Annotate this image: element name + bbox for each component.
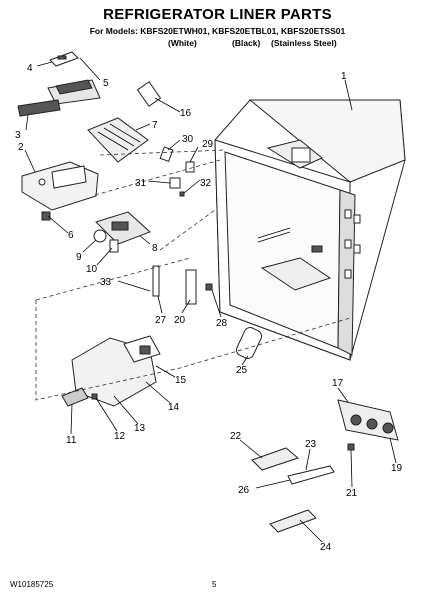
callout-3: 3 [15,130,21,141]
part-8-cover [95,211,151,245]
callout-12: 12 [114,431,126,442]
page-number: 5 [212,580,217,589]
callout-20: 20 [174,315,186,326]
diagram-title: REFRIGERATOR LINER PARTS [103,6,332,23]
callout-13: 13 [134,423,146,434]
part-28-screw [205,283,213,291]
callout-9: 9 [76,252,82,263]
callout-32: 32 [200,178,212,189]
part-16-tube [136,81,162,107]
callout-26: 26 [238,485,250,496]
callout-10: 10 [86,264,98,275]
callout-30: 30 [182,134,194,145]
callout-28: 28 [216,318,228,329]
callout-11: 11 [66,435,77,446]
part-2-housing [21,161,99,211]
finish-black-label: (Black) [232,38,261,48]
part-25-cylinder [235,327,263,359]
callout-27: 27 [155,315,167,326]
callout-24: 24 [320,542,332,553]
part-17-19-damper [337,399,399,441]
callout-14: 14 [168,402,180,413]
callout-29: 29 [202,139,214,150]
part-11-12-trim [61,387,98,407]
callout-8: 8 [152,243,158,254]
callout-numbers: 1 2 3 4 5 6 7 8 9 10 11 12 13 14 15 16 1… [15,63,403,553]
callout-2: 2 [18,142,24,153]
callout-17: 17 [332,378,344,389]
part-9-10-knob [93,229,119,253]
leader-lines [24,57,397,543]
callout-22: 22 [230,431,242,442]
liner-part [214,99,406,361]
callout-25: 25 [236,365,248,376]
callout-31: 31 [135,178,147,189]
part-21-screw [347,443,355,451]
callout-16: 16 [180,108,192,119]
part-22-26-lower [251,447,335,533]
callout-33: 33 [100,277,112,288]
callout-5: 5 [103,78,109,89]
callout-4: 4 [27,63,33,74]
part-3-label [17,99,61,117]
callout-15: 15 [175,375,187,386]
finish-white-label: (White) [168,38,197,48]
callout-1: 1 [341,71,347,82]
part-4-5-bracket [47,51,101,105]
callout-7: 7 [152,120,158,131]
finish-stainless-label: (Stainless Steel) [271,38,337,48]
part-7-grille [87,117,149,163]
callout-19: 19 [391,463,403,474]
document-number: W10185725 [10,580,54,589]
part-27-20-bracket [152,265,197,305]
part-13-15-crisper [71,335,161,407]
models-line: For Models: KBFS20ETWH01, KBFS20ETBL01, … [89,26,346,36]
part-29-32-small [159,146,195,197]
part-6-screw [41,211,51,221]
callout-23: 23 [305,439,317,450]
callout-21: 21 [346,488,358,499]
explosion-lines [35,149,351,401]
callout-6: 6 [68,230,74,241]
